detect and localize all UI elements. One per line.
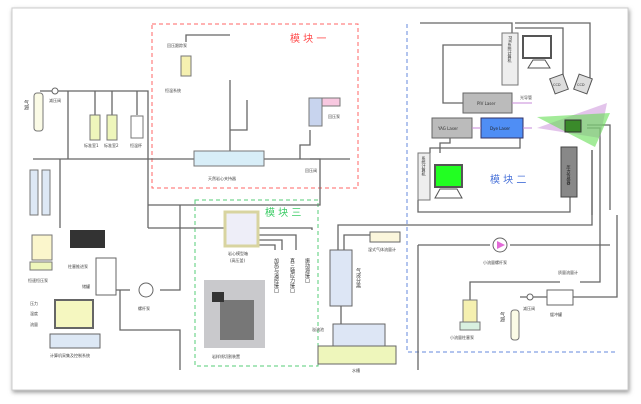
module-three-box [194, 199, 319, 367]
storage-tank [95, 257, 117, 296]
light-guide-label: 光导管 [520, 94, 532, 100]
pressure-reducer-label: 减压阀 [49, 97, 61, 103]
system-monitor-stand [434, 188, 463, 199]
pressure-reducer-2-label: 减压阀 [523, 305, 535, 311]
thermo-cup-label: 恒温杯 [130, 142, 142, 148]
flow-cell [564, 119, 582, 133]
plunger-pusher-label: 柱塞推进泵 [68, 263, 88, 269]
system-computer [417, 152, 431, 201]
piv-laser-label: PIV Laser [477, 101, 496, 106]
reading-temperature: 温度 [30, 310, 38, 316]
piv-computer [501, 32, 519, 86]
model-box-label: 岩心模型箱 [228, 250, 248, 256]
heating-port-label: 加热与温控接口 [273, 257, 279, 294]
ccd-label-1: CCD [553, 83, 561, 87]
dye-laser-label: Dye Laser [490, 126, 510, 131]
triaxial-port-label: 真三轴应力接口 [289, 257, 295, 294]
screw-pump-label: 螺杆泵 [138, 305, 150, 311]
small-screw-pump-label: 小流量螺杆泵 [483, 259, 507, 265]
pressure-reducer-2 [526, 293, 534, 301]
thermostat-label: 恒温系统 [165, 87, 181, 93]
overflow-label: 溢流池 [312, 326, 324, 332]
tank-label: 储罐 [82, 283, 90, 289]
yag-laser-label: YAG Laser [437, 126, 458, 131]
module-one-title: 模 块 一 [290, 33, 326, 45]
standard-chamber-2 [106, 114, 118, 141]
module-three-title: 模 块 三 [265, 207, 301, 219]
constant-pump [29, 169, 53, 271]
back-pressure-pump [180, 55, 192, 77]
cutter-label: 岩样线切割装置 [212, 353, 240, 359]
gas-source-2-label: 气源 [499, 311, 505, 323]
screw-pump [138, 282, 154, 298]
gas-source-label: 气源 [23, 99, 29, 111]
model-box [223, 210, 260, 248]
buffer-label: 缓冲罐 [550, 311, 562, 317]
mass-flowmeter-label: 质量流量计 [558, 269, 578, 275]
core-holder-label: 天然岩心夹持器 [208, 175, 236, 181]
back-pressure-pump-label: 回压跟踪泵 [167, 42, 187, 48]
system-computer-label: 系统计算机 [422, 155, 427, 177]
core-holder [193, 150, 265, 167]
piv-computer-label: PIV系统计算机 [508, 36, 513, 63]
water-tank [317, 345, 397, 365]
standard-chamber-1-label: 标准室1 [84, 142, 99, 148]
vibration-port-label: 振动源接口 [304, 257, 310, 284]
computer [49, 299, 101, 349]
back-pressure-vessel [308, 97, 323, 127]
gas-source-2 [510, 309, 520, 341]
gas-liquid-separator [329, 249, 353, 307]
pipes [33, 22, 618, 370]
overflow-tank [332, 323, 386, 347]
pressure-gauge-label: 回压泵 [328, 114, 340, 119]
buffer-tank [546, 289, 574, 306]
pressure-gauge [321, 97, 341, 107]
back-pressure-valve-label: 回压阀 [305, 167, 317, 173]
reading-flow: 流量 [30, 321, 38, 327]
gas-source [33, 87, 59, 132]
standard-chamber-2-label: 标准室2 [104, 142, 119, 148]
cutter-photo [204, 280, 265, 348]
water-tank-label: 水槽 [352, 367, 360, 373]
gas-flowmeter-label: 湿式气体流量计 [368, 246, 396, 252]
sensor-label: 压力传感器 [567, 165, 572, 186]
module-two-title: 模 块 二 [490, 174, 526, 186]
small-plunger-pump [459, 299, 481, 331]
ccd-camera-1 [549, 73, 569, 95]
piv-monitor-stand [527, 59, 551, 69]
pressure-sensor [560, 146, 578, 198]
gas-flowmeter [369, 231, 401, 243]
reading-pressure: 压力 [30, 300, 38, 306]
laser-beams [472, 102, 532, 129]
standard-chamber-1 [89, 114, 101, 141]
small-plunger-pump-label: 小流量柱塞泵 [450, 334, 474, 340]
module-one-box [151, 23, 359, 189]
computer-label: 计算机采集及控制系统 [50, 352, 90, 358]
ccd-label-2: CCD [577, 83, 585, 87]
separator-label: 气液分离 [355, 267, 361, 289]
plunger-pusher [70, 230, 105, 248]
ccd-camera-2 [573, 73, 593, 95]
thermo-cup [130, 115, 144, 139]
pump-arrow-icon [497, 241, 505, 249]
constant-pump-label: 恒速恒压泵 [28, 277, 48, 283]
system-monitor [434, 164, 463, 188]
piv-monitor [522, 35, 552, 59]
model-box-sub-label: (高压釜) [230, 257, 246, 263]
